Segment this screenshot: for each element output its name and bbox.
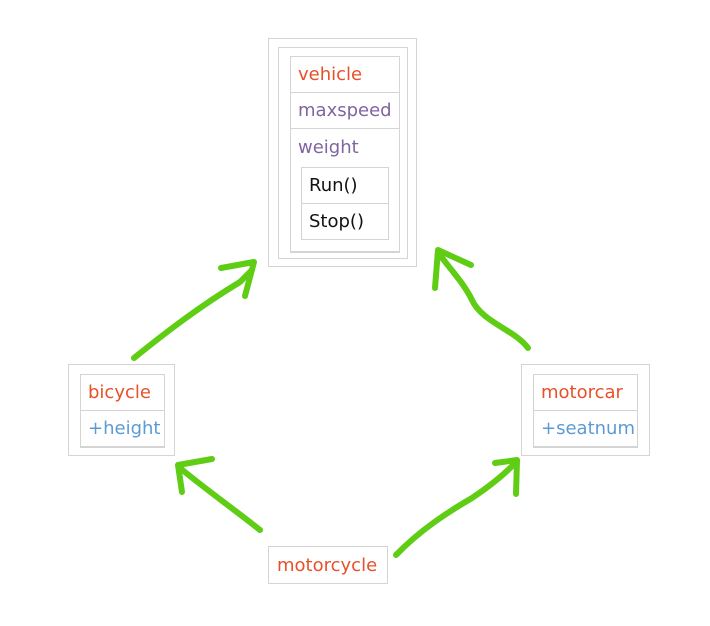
vehicle-field-weight: weight [298,137,359,158]
vehicle-method-stop: Stop() [301,203,389,240]
arrowhead-bicycle-to-vehicle [218,259,257,299]
bicycle-field-height: +height [80,410,165,447]
arrowhead-motorcycle-to-bicycle [175,456,215,495]
vehicle-class-body: vehicle maxspeed weight Run() Stop() [290,56,400,253]
arrowhead-motorcar-to-vehicle [432,247,474,291]
vehicle-field-weight-block: weight Run() Stop() [290,128,400,253]
motorcar-field-seatnum: +seatnum [533,410,638,447]
arrowhead-motorcycle-to-motorcar [492,457,520,497]
arrow-motorcycle-to-bicycle [177,465,263,533]
motorcycle-class-name: motorcycle [268,546,388,584]
arrow-bicycle-to-vehicle [131,267,255,361]
bicycle-class-body: bicycle +height [80,374,165,448]
arrow-motorcar-to-vehicle [435,249,531,351]
arrow-motorcycle-to-motorcar [393,459,519,558]
motorcar-class-body: motorcar +seatnum [533,374,638,448]
